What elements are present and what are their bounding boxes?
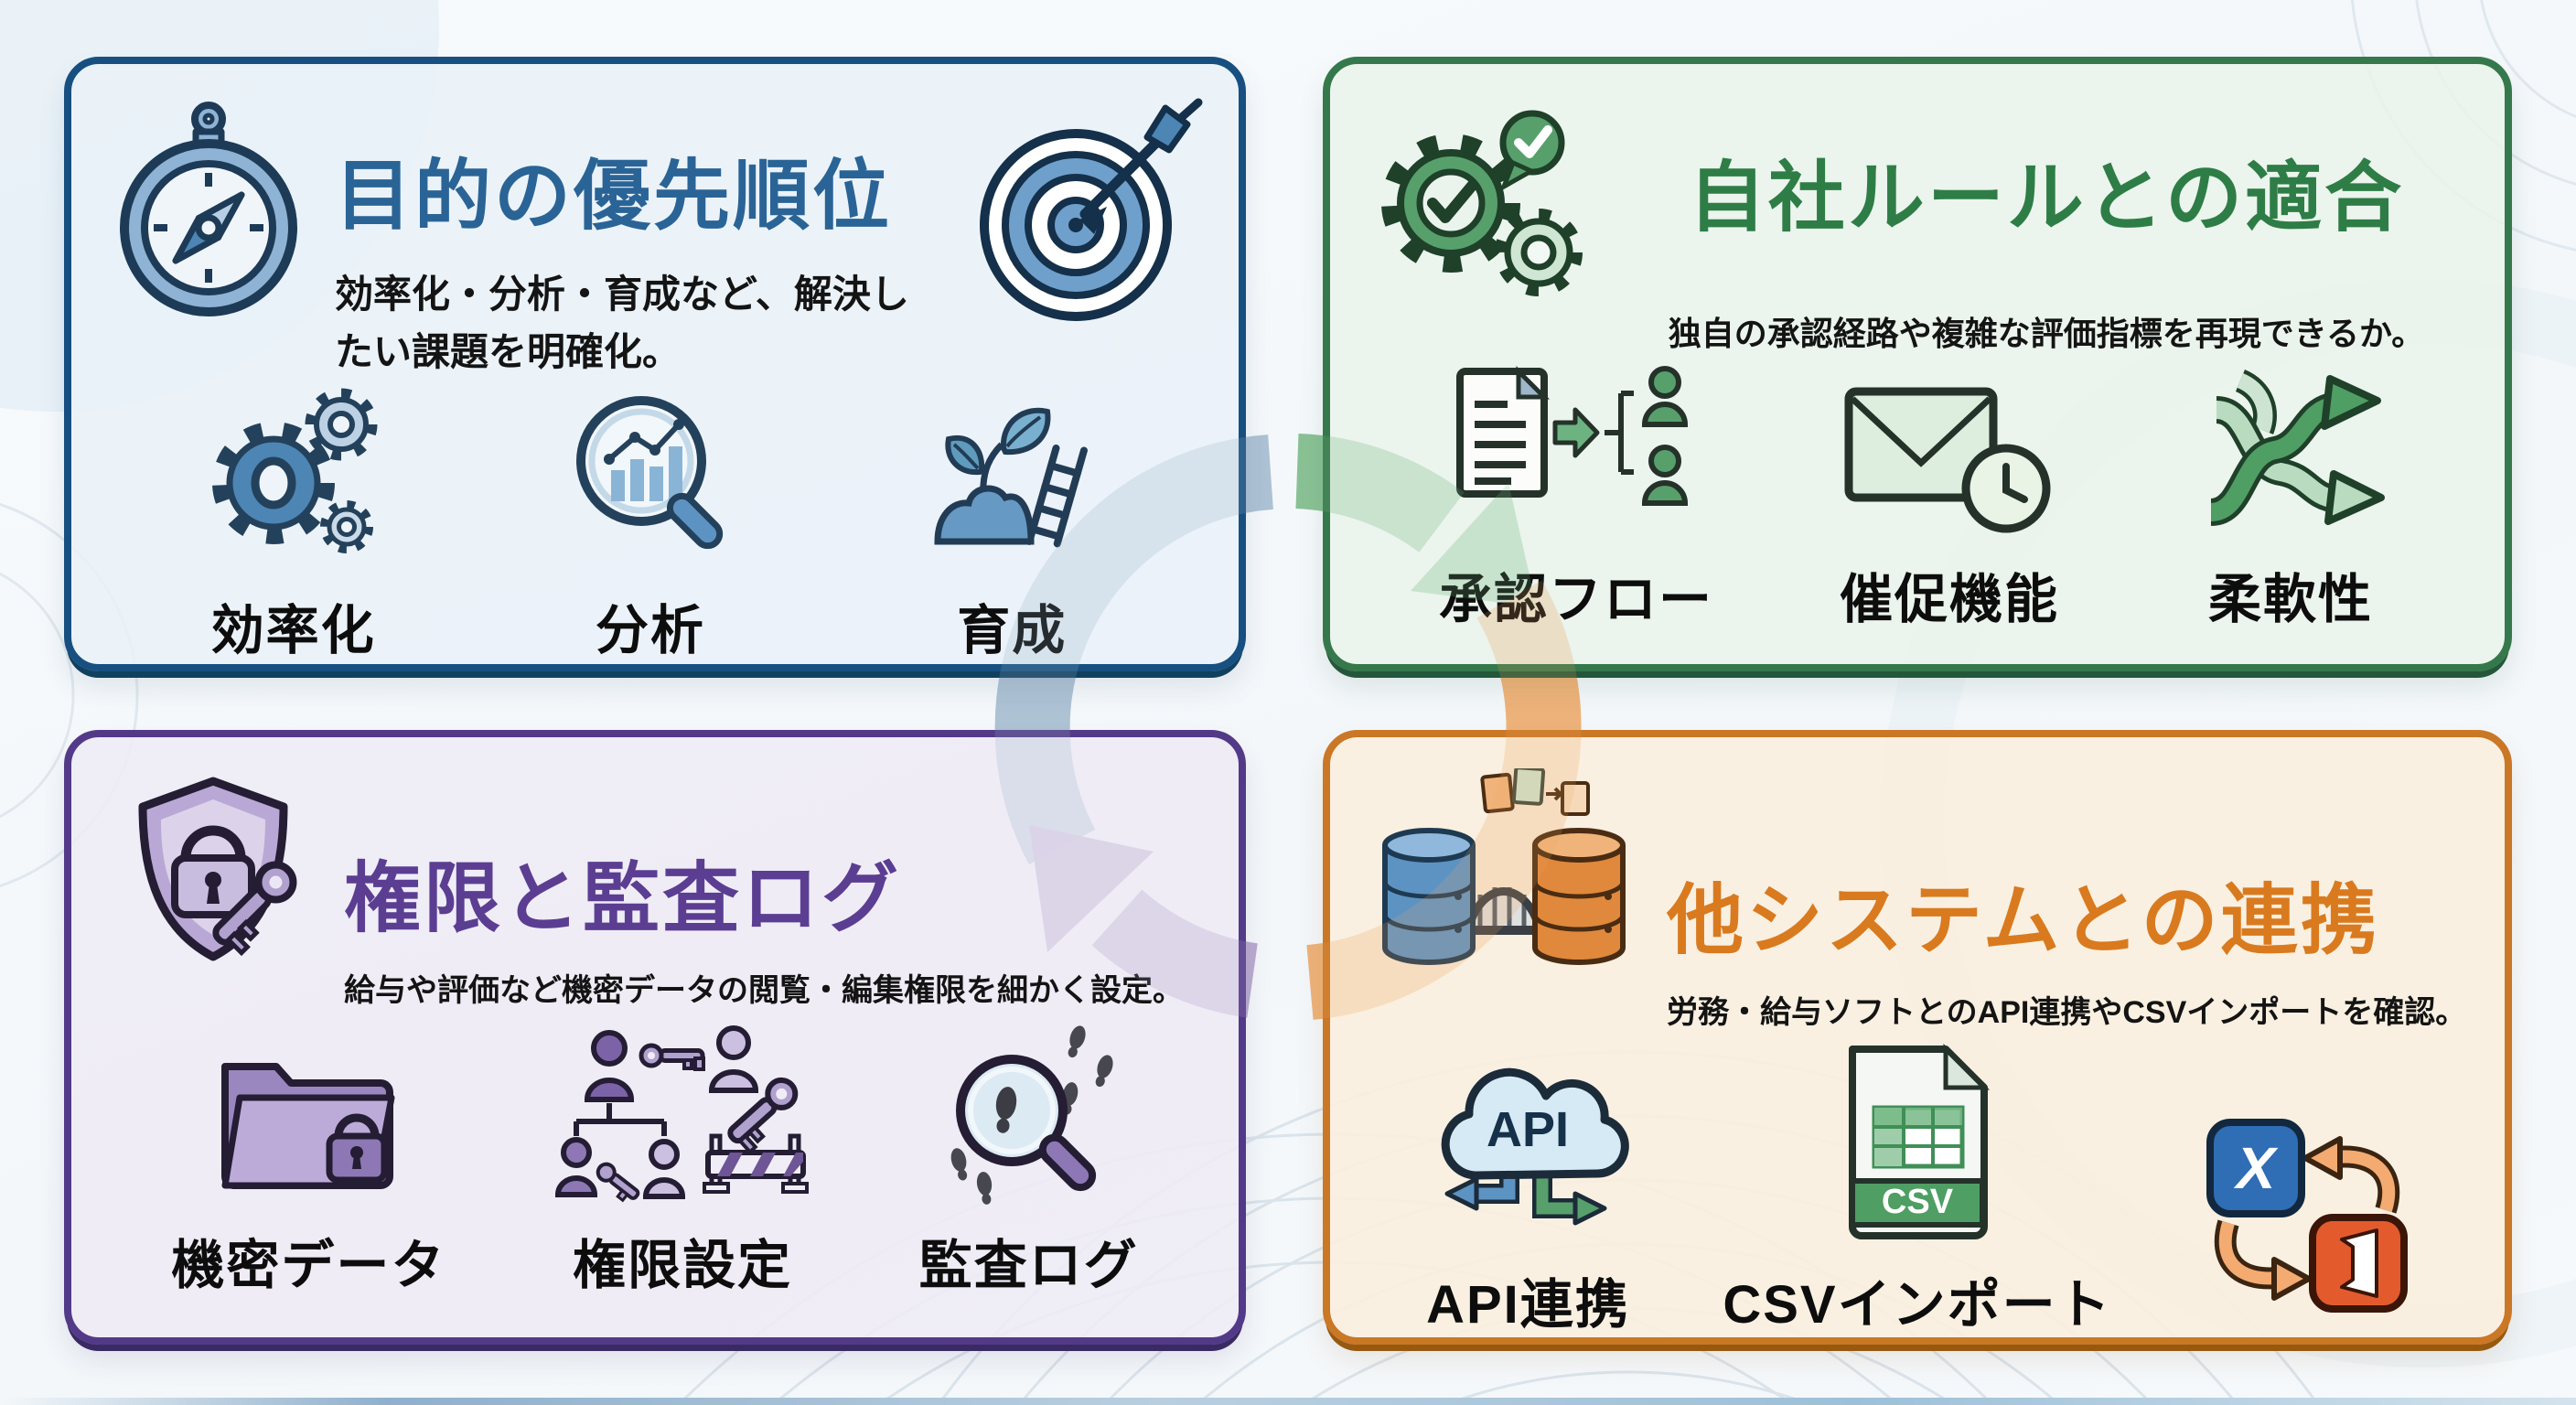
item-flexibility: 柔軟性	[2185, 359, 2396, 633]
analysis-magnifier-icon	[554, 381, 746, 573]
item-development-label: 育成	[957, 601, 1068, 661]
item-analysis-label: 分析	[595, 601, 705, 661]
roles-keys-icon	[554, 1015, 810, 1207]
card-permissions-audit-items: 機密データ	[71, 1015, 1239, 1337]
card-permissions-audit: 権限と監査ログ 給与や評価など機密データの閲覧・編集権限を細かく設定。 機密デー…	[64, 730, 1246, 1345]
audit-magnifier-icon	[924, 1015, 1134, 1207]
card-permissions-audit-title: 権限と監査ログ	[344, 855, 902, 941]
card-company-rules-title: 自社ルールとの適合	[1688, 155, 2405, 241]
compass-icon	[120, 102, 297, 316]
database-bridge-icon	[1382, 768, 1626, 965]
envelope-clock-icon	[1840, 368, 2059, 542]
card-integration-header: 他システムとの連携 労務・給与ソフトとのAPI連携やCSVインポートを確認。	[1330, 737, 2505, 1036]
item-api-integration-label: API連携	[1426, 1275, 1630, 1335]
card-company-rules-items: 承認フロー 催促機能	[1330, 359, 2505, 671]
card-company-rules-subtitle: 独自の承認経路や複雑な評価指標を再現できるか。	[1668, 315, 2425, 353]
item-api-integration: API API連携	[1418, 1036, 1637, 1338]
approval-flow-icon	[1453, 359, 1700, 542]
item-reminder-label: 催促機能	[1839, 570, 2059, 630]
card-objectives-header: 目的の優先順位 効率化・分析・育成など、解決したい課題を明確化。	[71, 64, 1239, 381]
folder-lock-icon	[212, 1034, 404, 1207]
card-company-rules-header: 自社ルールとの適合 独自の承認経路や複雑な評価指標を再現できるか。	[1330, 64, 2505, 359]
target-icon	[980, 98, 1203, 321]
item-efficiency-label: 効率化	[210, 601, 376, 661]
item-role-settings: 権限設定	[554, 1015, 810, 1299]
bottom-accent-line	[0, 1398, 2576, 1405]
excel-office-sync-icon: X	[2197, 1095, 2417, 1324]
gears-icon	[202, 381, 385, 573]
item-efficiency: 効率化	[202, 381, 385, 664]
svg-text:CSV: CSV	[1882, 1183, 1954, 1221]
shield-lock-icon	[138, 777, 297, 961]
item-analysis: 分析	[554, 381, 746, 664]
card-company-rules: 自社ルールとの適合 独自の承認経路や複雑な評価指標を再現できるか。	[1323, 57, 2512, 671]
seedling-ladder-icon	[916, 381, 1108, 573]
item-approval-flow: 承認フロー	[1439, 359, 1713, 633]
card-integration-items: API API連携 CSV	[1330, 1036, 2505, 1377]
item-reminder: 催促機能	[1840, 368, 2059, 633]
card-integration-subtitle: 労務・給与ソフトとのAPI連携やCSVインポートを確認。	[1667, 995, 2467, 1031]
card-objectives: 目的の優先順位 効率化・分析・育成など、解決したい課題を明確化。	[64, 57, 1246, 671]
flex-arrows-icon	[2185, 359, 2396, 542]
card-objectives-items: 効率化 分析	[71, 381, 1239, 702]
item-role-settings-label: 権限設定	[572, 1236, 792, 1295]
svg-text:API: API	[1487, 1102, 1569, 1157]
card-permissions-audit-header: 権限と監査ログ 給与や評価など機密データの閲覧・編集権限を細かく設定。	[71, 737, 1239, 1014]
item-confidential-data: 機密データ	[171, 1034, 445, 1299]
card-integration-title: 他システムとの連携	[1667, 877, 2380, 963]
item-development: 育成	[916, 381, 1108, 664]
item-flexibility-label: 柔軟性	[2207, 570, 2373, 630]
csv-file-icon: CSV	[1830, 1036, 2004, 1247]
item-csv-import-label: CSVインポート	[1723, 1275, 2112, 1335]
api-cloud-icon: API	[1418, 1036, 1637, 1247]
item-confidential-data-label: 機密データ	[171, 1236, 446, 1295]
item-audit-log: 監査ログ	[919, 1015, 1139, 1299]
card-objectives-subtitle: 効率化・分析・育成など、解決したい課題を明確化。	[335, 273, 909, 374]
item-office-sync: X	[2197, 1095, 2417, 1338]
svg-text:X: X	[2233, 1135, 2278, 1201]
card-objectives-title: 目的の優先順位	[335, 153, 893, 239]
item-audit-log-label: 監査ログ	[918, 1236, 1139, 1295]
card-permissions-audit-subtitle: 給与や評価など機密データの閲覧・編集権限を細かく設定。	[344, 973, 1184, 1009]
gear-check-icon	[1381, 110, 1583, 296]
item-approval-flow-label: 承認フロー	[1438, 570, 1713, 630]
card-integration: 他システムとの連携 労務・給与ソフトとのAPI連携やCSVインポートを確認。 A…	[1323, 730, 2512, 1345]
item-csv-import: CSV CSVインポート	[1723, 1036, 2111, 1338]
